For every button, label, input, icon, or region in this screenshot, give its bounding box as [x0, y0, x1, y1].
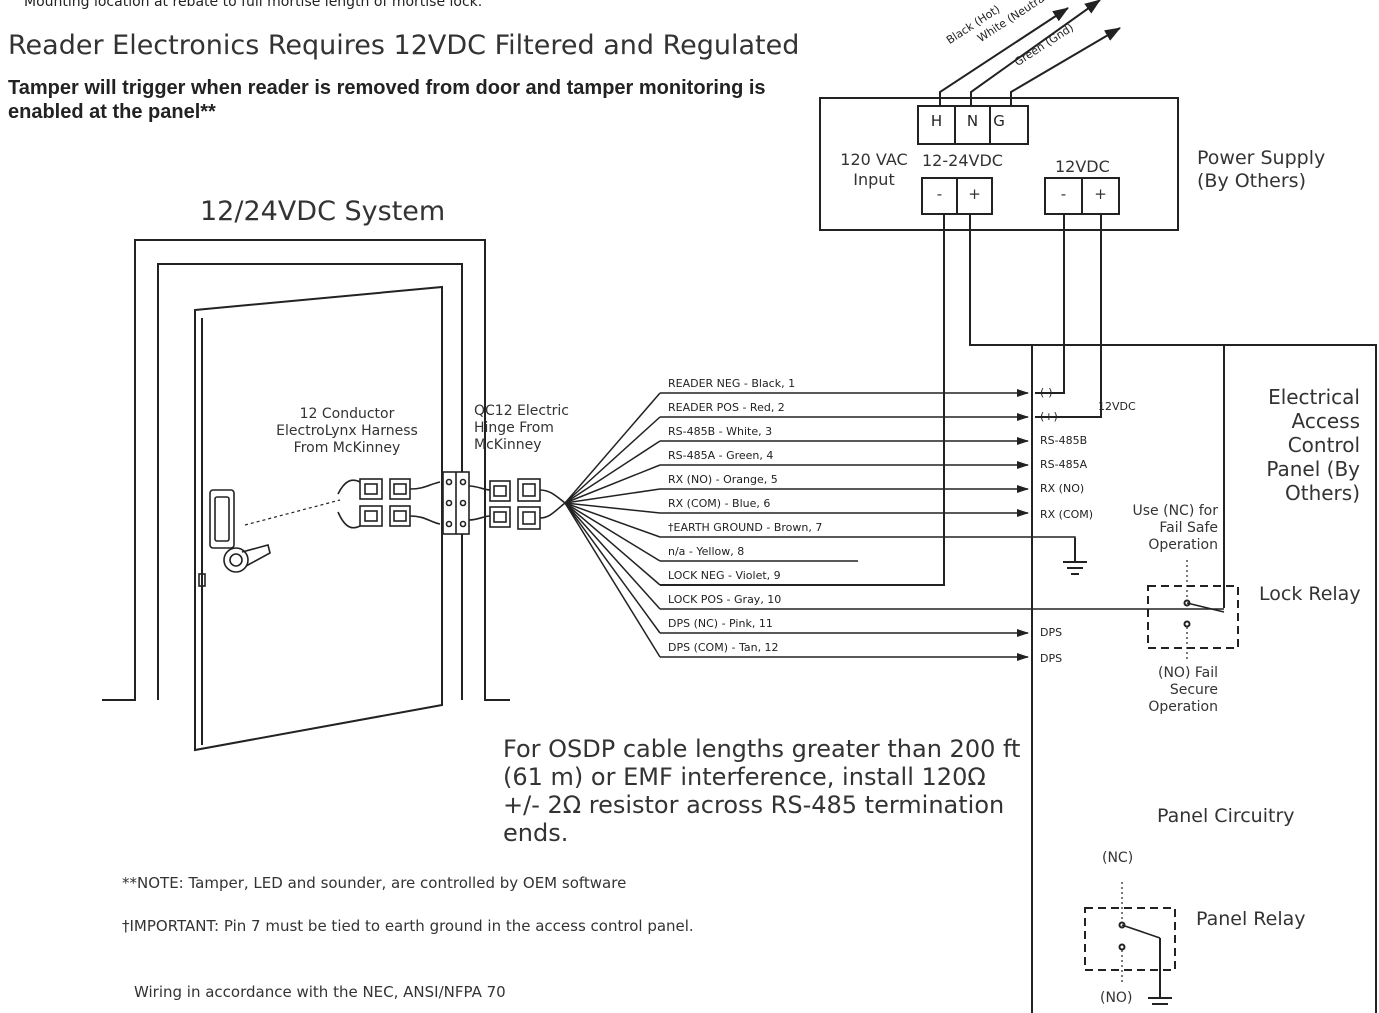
wire-fan-segment — [564, 392, 661, 504]
panel-12vdc-label: 12VDC — [1098, 400, 1136, 413]
panel-relay-nc: (NC) — [1102, 850, 1134, 866]
frame-connectors — [468, 478, 566, 530]
panel-terminal-label: RX (NO) — [1040, 482, 1085, 495]
harness-label: 12 Conductor ElectroLynx Harness From Mc… — [276, 406, 418, 456]
osdp-note: For OSDP cable lengths greater than 200 … — [503, 735, 1021, 847]
terminal-h: H — [930, 112, 943, 130]
ac-ground-wire — [1010, 27, 1121, 106]
out-12-plus: + — [1094, 185, 1107, 203]
wire-fan-segment — [564, 440, 661, 504]
reader-lock — [198, 489, 271, 587]
wire-label: †EARTH GROUND - Brown, 7 — [668, 521, 823, 534]
harness-connectors — [337, 478, 441, 529]
wire-fan-segment — [564, 502, 661, 538]
panel-terminal-label: RX (COM) — [1040, 508, 1094, 521]
wire-label: READER POS - Red, 2 — [668, 401, 785, 414]
lock-relay-box — [1147, 585, 1239, 649]
wire-label: DPS (COM) - Tan, 12 — [668, 641, 779, 654]
panel-terminal-label: DPS — [1040, 626, 1063, 639]
power-supply-title: Power Supply (By Others) — [1197, 147, 1326, 192]
earth-ground-symbol — [1063, 538, 1087, 575]
out-12-minus: - — [1060, 185, 1067, 203]
panel-title: Electrical Access Control Panel (By Othe… — [1266, 385, 1360, 505]
door-leaf — [194, 285, 443, 752]
system-title: 12/24VDC System — [200, 196, 446, 227]
fail-secure-note: (NO) Fail Secure Operation — [1148, 665, 1218, 715]
nec-footnote: Wiring in accordance with the NEC, ANSI/… — [134, 983, 506, 1001]
wire-label: RS-485A - Green, 4 — [668, 449, 774, 462]
earth-ground-footnote: †IMPORTANT: Pin 7 must be tied to earth … — [122, 917, 694, 935]
panel-terminal-label: RS-485B — [1040, 434, 1088, 447]
wire-label: DPS (NC) - Pink, 11 — [668, 617, 773, 630]
wire-label: RX (NO) - Orange, 5 — [668, 473, 778, 486]
cut-line-text: Mounting location at rebate to full mort… — [24, 0, 483, 10]
reader-dotted-line — [244, 499, 341, 526]
out-12-24-minus: - — [936, 185, 943, 203]
panel-relay-label: Panel Relay — [1196, 908, 1306, 930]
wire-label: RS-485B - White, 3 — [668, 425, 773, 438]
reader-plus-wire — [1035, 214, 1102, 418]
wire-fan-segment — [564, 502, 661, 610]
wire-label: LOCK NEG - Violet, 9 — [668, 569, 781, 582]
panel-terminal-label: DPS — [1040, 652, 1063, 665]
electric-hinge — [442, 471, 470, 535]
wire-fan — [564, 389, 1224, 661]
panel-terminal-label: RS-485A — [1040, 458, 1088, 471]
access-panel-box — [1031, 344, 1377, 1013]
wire-run — [660, 536, 1076, 538]
wire-fan-segment — [564, 502, 661, 586]
out-12-24-plus: + — [968, 185, 981, 203]
wire-fan-segment — [564, 464, 661, 504]
lock-relay-label: Lock Relay — [1259, 583, 1361, 605]
panel-relay-no: (NO) — [1100, 990, 1133, 1006]
ac-input-label: 120 VAC Input — [840, 150, 908, 189]
wire-label: RX (COM) - Blue, 6 — [668, 497, 771, 510]
page-title: Reader Electronics Requires 12VDC Filter… — [8, 30, 800, 61]
panel-terminal-label: (-) — [1040, 386, 1053, 399]
panel-terminal-label: (+) — [1040, 410, 1058, 423]
reader-minus-wire — [1035, 214, 1065, 394]
panel-relay-box — [1084, 907, 1176, 971]
wire-label: n/a - Yellow, 8 — [668, 545, 745, 558]
wire-fan-segment — [564, 502, 661, 514]
out-12-label: 12VDC — [1055, 157, 1110, 176]
terminal-g: G — [993, 112, 1005, 130]
hinge-label: QC12 Electric Hinge From McKinney — [474, 403, 569, 453]
tamper-note: Tamper will trigger when reader is remov… — [8, 77, 766, 123]
power-supply-box — [819, 97, 1179, 231]
panel-circuitry-label: Panel Circuitry — [1157, 805, 1295, 827]
wire-label: READER NEG - Black, 1 — [668, 377, 796, 390]
wire-fan-segment — [564, 502, 661, 658]
wire-fan-segment — [564, 416, 661, 504]
fail-safe-note: Use (NC) for Fail Safe Operation — [1132, 503, 1218, 553]
ac-hot-wire — [939, 7, 1069, 106]
wire-fan-segment — [564, 502, 661, 634]
out-12-24-label: 12-24VDC — [922, 151, 1003, 170]
power-terminal-block — [917, 105, 1029, 145]
tamper-footnote: **NOTE: Tamper, LED and sounder, are con… — [122, 874, 627, 892]
wire-fan-segment — [564, 502, 661, 562]
wire-fan-segment — [564, 488, 661, 504]
ac-neutral-wire — [970, 0, 1101, 106]
terminal-n: N — [966, 112, 979, 130]
wire-label: LOCK POS - Gray, 10 — [668, 593, 782, 606]
